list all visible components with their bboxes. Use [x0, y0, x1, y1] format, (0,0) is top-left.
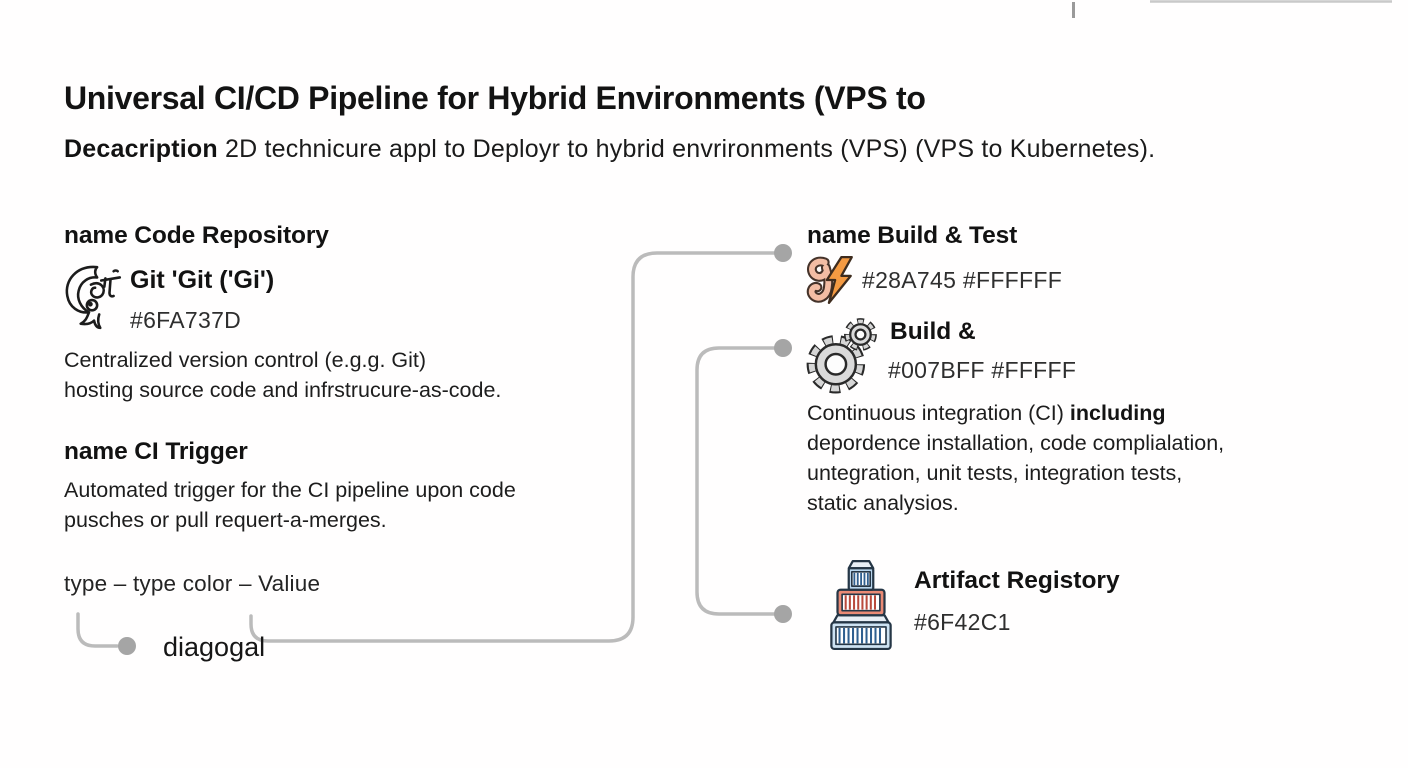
hook-lightning-icon — [806, 256, 853, 304]
artifact-hex-label: #6F42C1 — [914, 609, 1011, 635]
connector-build-to-artifact — [695, 346, 777, 616]
repo-description-line: Centralized version control (e.g.g. Git) — [64, 348, 427, 372]
repo-description: Centralized version control (e.g.g. Git)… — [64, 346, 501, 405]
trigger-description-line: pusches or pull requert-a-merges. — [64, 507, 387, 532]
connector-type-to-diagogal — [76, 612, 119, 648]
build-description-text: Continuous integration (CI) — [807, 401, 1070, 425]
build-test-hex-label: #28A745 #FFFFFF — [862, 267, 1063, 293]
heading-ci-trigger: name CI Trigger — [64, 438, 248, 465]
description-text: 2D technicure appl to Deployr to hybrid … — [217, 135, 1156, 163]
diagogal-label: diagogal — [163, 632, 266, 662]
build-description-line: untegration, unit tests, integration tes… — [807, 461, 1183, 485]
heading-code-repository: name Code Repository — [64, 222, 329, 249]
trigger-description: Automated trigger for the CI pipeline up… — [64, 476, 516, 535]
trigger-description-line: Automated trigger for the CI pipeline up… — [64, 478, 516, 502]
page-description: Decacription 2D technicure appl to Deplo… — [64, 135, 1155, 164]
build-item-title: Build & — [890, 318, 976, 345]
artifact-item-title: Artifact Registory — [914, 567, 1120, 594]
page-title: Universal CI/CD Pipeline for Hybrid Envi… — [64, 80, 926, 116]
top-edge-artifacts — [1072, 0, 1392, 18]
build-description: Continuous integration (CI) including de… — [807, 398, 1224, 518]
git-doodle-icon — [65, 265, 122, 330]
connector-dot-build-test — [774, 244, 792, 262]
connector-legend-to-build-test — [249, 251, 777, 643]
build-description-bold: including — [1069, 401, 1166, 425]
repo-hex-label: #6FA737D — [130, 307, 242, 333]
top-tick-mark — [1072, 2, 1075, 18]
connector-dot-diagogal — [118, 637, 136, 655]
repo-item-title: Git 'Git ('Gi') — [130, 266, 275, 294]
connector-dot-build — [774, 339, 792, 357]
heading-build-test: name Build & Test — [807, 222, 1018, 249]
build-description-line: static analysios. — [807, 491, 959, 515]
gears-icon — [806, 318, 877, 394]
artifact-registry-icon — [830, 559, 892, 651]
connector-dot-artifact — [774, 605, 792, 623]
type-color-legend: type – type color – Valiue — [64, 571, 321, 596]
build-description-line: Continuous integration (CI) including — [807, 398, 1224, 428]
repo-description-line: hosting source code and infrstrucure-as-… — [64, 377, 502, 402]
build-description-line: depordence installation, code complialat… — [807, 431, 1225, 455]
description-label: Decacription — [64, 135, 218, 163]
build-hex-label: #007BFF #FFFFF — [888, 357, 1077, 383]
